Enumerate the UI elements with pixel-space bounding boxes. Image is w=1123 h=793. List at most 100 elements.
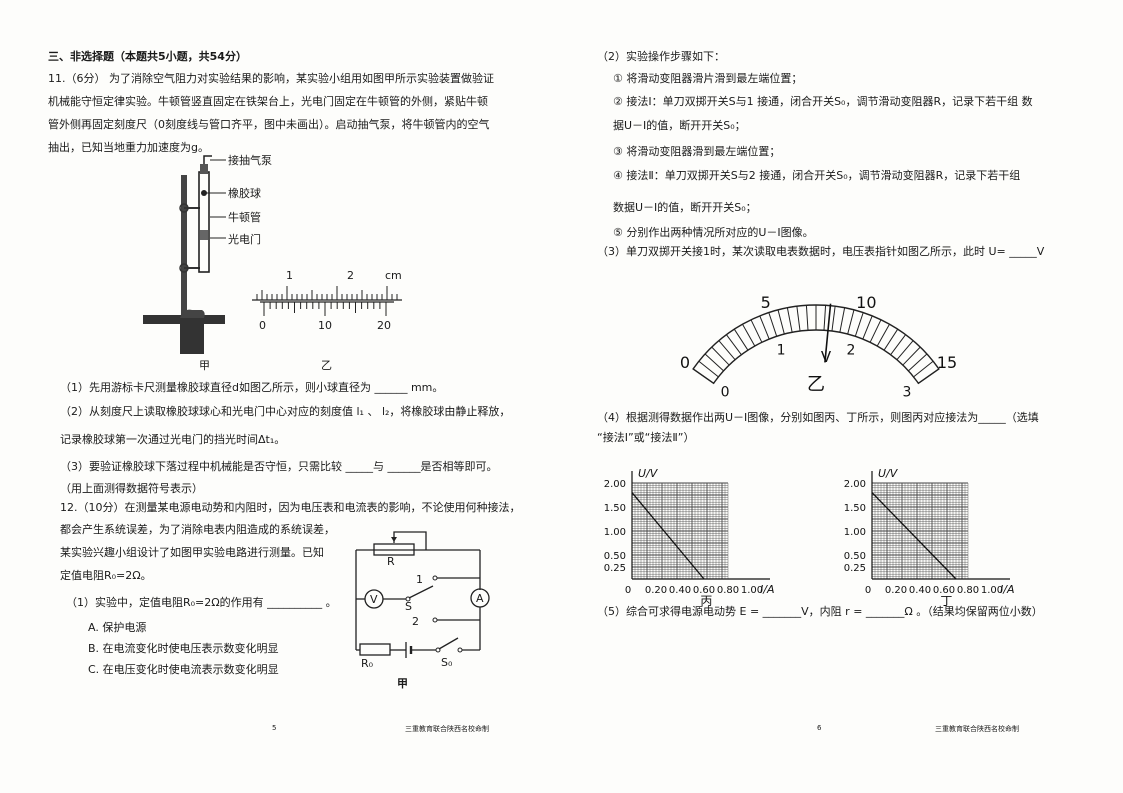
q12-part3: （3）单刀双掷开关接1时，某次读取电表数据时，电压表指针如图乙所示，此时 U= …: [597, 245, 1045, 258]
dial-tick: [913, 360, 934, 378]
q12-text-line: 定值电阻R₀=2Ω。: [60, 569, 152, 582]
right-page: （2）实验操作步骤如下： ① 将滑动变阻器滑片滑到最左端位置； ② 接法Ⅰ：单刀…: [561, 0, 1123, 793]
step-4: ④ 接法Ⅱ：单刀双掷开关S与2 接通，闭合开关S₀，调节滑动变阻器R，记录下若干…: [613, 169, 1021, 182]
y-tick-label: 0.25: [604, 563, 626, 574]
x-tick-label: 1.00: [741, 585, 763, 596]
y-tick-label: 2.00: [604, 479, 626, 490]
x-tick-label: 0.20: [885, 585, 907, 596]
dial-scale-band: [692, 304, 940, 385]
dial-unit: V: [821, 348, 832, 366]
figure-caption-jia: 甲: [199, 359, 210, 372]
y-tick-label: 1.00: [604, 527, 626, 538]
option-a: A. 保护电源: [88, 621, 147, 634]
q11-part1: （1）先用游标卡尺测量橡胶球直径d如图乙所示，则小球直径为 ______ mm。: [60, 381, 444, 394]
caliper-vernier-label: 0: [259, 319, 266, 332]
x-tick-label: 0.80: [717, 585, 739, 596]
q11-part2: （2）从刻度尺上读取橡胶球球心和光电门中心对应的刻度值 l₁ 、 l₂，将橡胶球…: [60, 405, 511, 418]
circuit-caption: 甲: [397, 677, 408, 690]
dial-tick: [796, 306, 801, 332]
vernier-caliper-figure: [252, 286, 402, 316]
step-2-cont: 据U－I的值，断开开关S₀；: [613, 119, 746, 132]
dial-tick: [854, 312, 864, 337]
x-tick-label: 1.00: [981, 585, 1003, 596]
y-tick-label: 0.25: [844, 563, 866, 574]
circuit-voltmeter-label: V: [370, 593, 378, 606]
dial-tick: [711, 346, 730, 366]
x-tick-label: 0.40: [669, 585, 691, 596]
dial-outer-label: 15: [937, 353, 957, 372]
step-1: ① 将滑动变阻器滑片滑到最左端位置；: [613, 72, 803, 85]
q12-part4-cont: “接法Ⅰ”或“接法Ⅱ”）: [597, 431, 695, 444]
page-footer: 三重教育联合陕西名校命制: [935, 725, 1019, 733]
dial-outer-label: 10: [856, 293, 876, 312]
y-tick-label: 1.50: [844, 503, 866, 514]
dial-tick: [759, 315, 770, 340]
dial-tick: [896, 340, 914, 361]
dial-tick: [890, 334, 906, 356]
dial-caption: 乙: [807, 374, 825, 395]
graph-caption: 丁: [940, 594, 952, 608]
x-axis-label: I/A: [1000, 583, 1014, 596]
y-axis-label: U/V: [878, 467, 899, 480]
q11-part3: （3）要验证橡胶球下落过程中机械能是否守恒，只需比较 _____与 ______…: [60, 460, 498, 473]
q12-text-line: 都会产生系统误差，为了消除电表内阻造成的系统误差，: [60, 523, 335, 536]
q12-part5: （5）综合可求得电源电动势 E = _______V，内阻 r = ______…: [597, 605, 1043, 618]
x-tick-label: 0.60: [693, 585, 715, 596]
x-tick-label: 0.20: [645, 585, 667, 596]
section-title: 三、非选择题（本题共5小题，共54分）: [48, 50, 247, 63]
circuit-label-s0: S₀: [441, 656, 453, 669]
dial-tick: [704, 353, 724, 372]
figure-caption-yi: 乙: [321, 359, 332, 372]
option-c: C. 在电压变化时使电流表示数变化明显: [88, 663, 279, 676]
y-tick-label: 1.50: [604, 503, 626, 514]
step-5: ⑤ 分别作出两种情况所对应的U－I图像。: [613, 226, 814, 239]
q11-part3b: （用上面测得数据符号表示）: [60, 482, 203, 495]
step-2: ② 接法Ⅰ：单刀双掷开关S与1 接通，闭合开关S₀，调节滑动变阻器R，记录下若干…: [613, 95, 1033, 108]
page-number: 6: [817, 724, 822, 732]
caliper-vernier-label: 10: [318, 319, 332, 332]
label-ball: 橡胶球: [228, 187, 261, 200]
dial-tick: [692, 368, 714, 384]
caliper-main-label: 1: [286, 269, 293, 282]
dial-tick: [883, 328, 899, 351]
x-tick-label: 0.80: [957, 585, 979, 596]
q11-text-line: 机械能守恒定律实验。牛顿管竖直固定在铁架台上，光电门固定在牛顿管的外侧，紧贴牛顿: [48, 95, 488, 108]
step-4-cont: 数据U－I的值，断开开关S₀；: [613, 201, 757, 214]
q12-text-line: 某实验兴趣小组设计了如图甲实验电路进行测量。已知: [60, 546, 324, 559]
caliper-unit: cm: [385, 269, 402, 282]
circuit-label-2: 2: [412, 615, 419, 628]
dial-tick: [698, 360, 719, 378]
label-tube: 牛顿管: [228, 211, 261, 224]
dial-tick: [823, 305, 827, 331]
dial-inner-label: 3: [902, 384, 911, 400]
q11-text-line: 管外侧再固定刻度尺（0刻度线与管口齐平，图中未画出）。启动抽气泵，将牛顿管内的空…: [48, 118, 490, 131]
dial-tick: [768, 312, 778, 337]
dial-tick: [786, 307, 793, 333]
q11-part2b: 记录橡胶球第一次通过光电门的挡光时间Δt₁。: [60, 433, 286, 446]
dial-tick: [918, 368, 940, 384]
data-line: [871, 492, 957, 580]
dial-inner-label: 0: [721, 384, 730, 400]
dial-tick: [805, 305, 809, 331]
x-tick-label: 0.40: [909, 585, 931, 596]
dial-needle: [824, 303, 832, 363]
dial-tick: [862, 315, 873, 340]
q11-text-line: 11.（6分） 为了消除空气阻力对实验结果的影响，某实验小组用如图甲所示实验装置…: [48, 72, 494, 85]
q12-part1: （1）实验中，定值电阻R₀=2Ω的作用有 __________ 。: [66, 596, 337, 609]
y-tick-label: 2.00: [844, 479, 866, 490]
dial-tick: [777, 309, 785, 335]
page-footer: 三重教育联合陕西名校命制: [405, 725, 489, 733]
dial-tick: [839, 307, 846, 333]
x-tick-label: 0: [865, 585, 871, 596]
q12-part2-title: （2）实验操作步骤如下：: [597, 50, 725, 63]
y-tick-label: 0.50: [604, 551, 626, 562]
circuit-label-1: 1: [416, 573, 423, 586]
dial-tick: [726, 334, 742, 356]
left-page: 三、非选择题（本题共5小题，共54分） 11.（6分） 为了消除空气阻力对实验结…: [0, 0, 561, 793]
y-tick-label: 0.50: [844, 551, 866, 562]
circuit-diagram: [355, 531, 490, 658]
dial-tick: [733, 328, 749, 351]
